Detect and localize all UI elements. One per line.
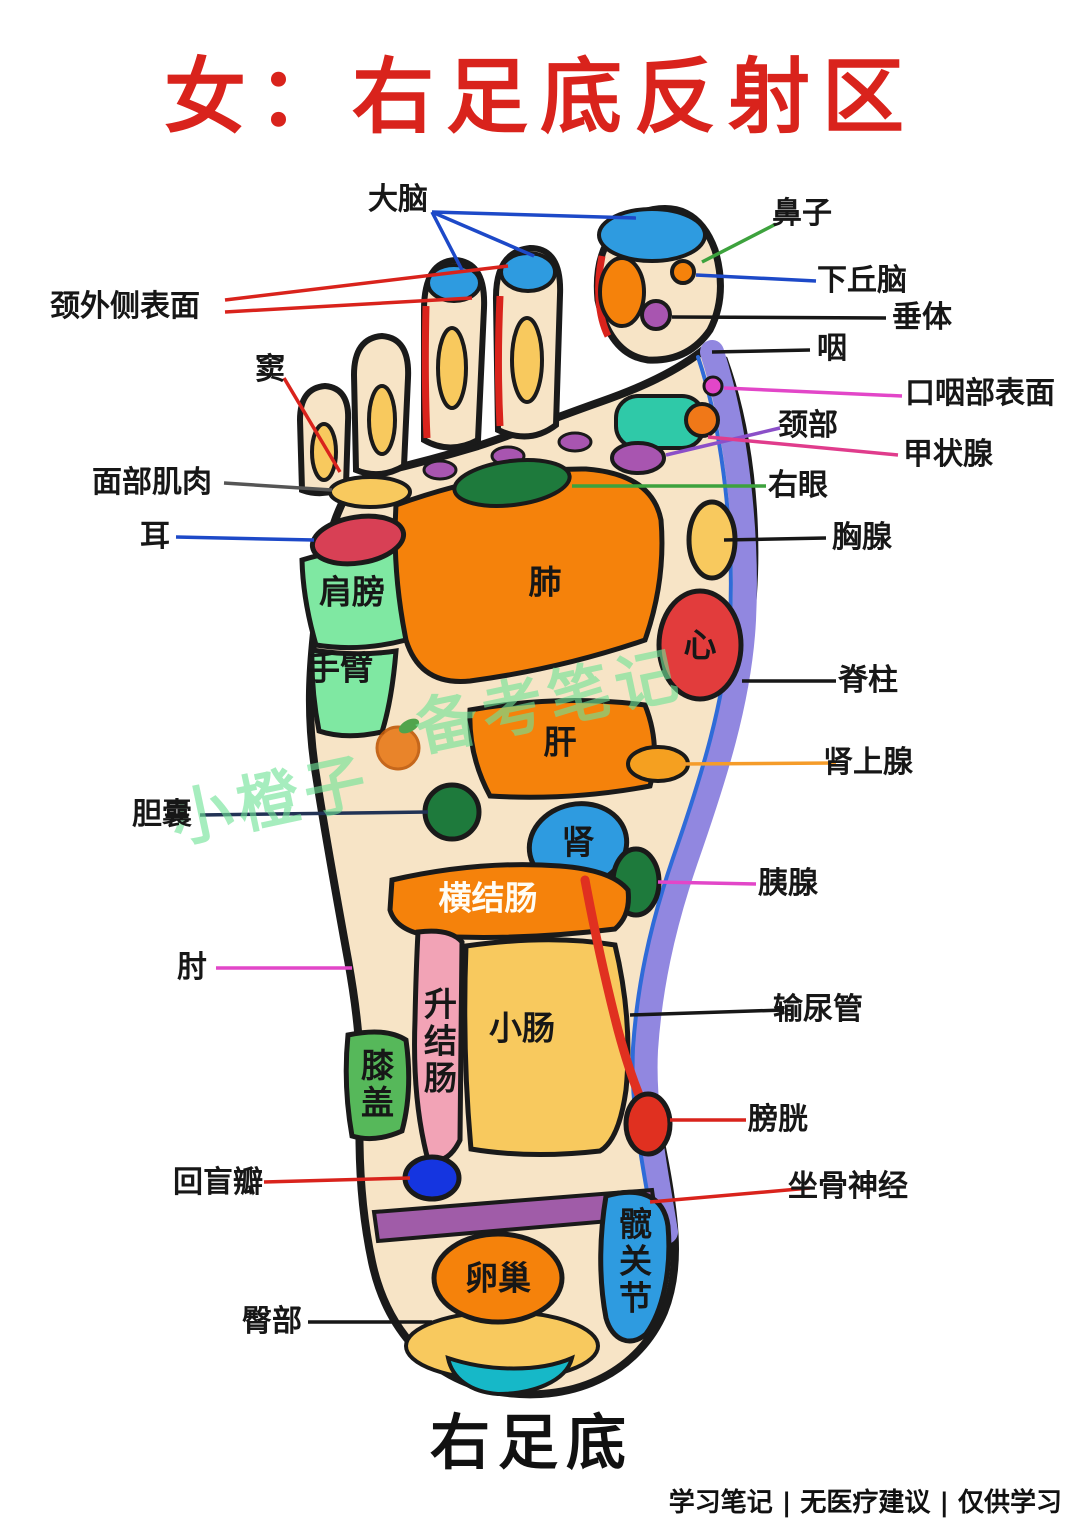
leader-nose — [701, 222, 777, 264]
region-heart-shape — [656, 588, 744, 702]
leader-lateral-neck-1 — [224, 264, 509, 302]
label-ear: 耳 — [140, 519, 170, 554]
label-adrenal: 肾上腺 — [823, 745, 913, 780]
leader-hypothalamus — [695, 273, 817, 283]
sinus-pad-second-toe — [510, 316, 544, 404]
label-pituitary: 垂体 — [892, 300, 952, 335]
leader-pituitary — [671, 315, 887, 320]
label-sinus: 窦 — [255, 352, 285, 387]
orange-fruit-watermark — [375, 718, 421, 771]
label-hypothalamus: 下丘脑 — [817, 263, 907, 298]
page-title: 女：右足底反射区 — [163, 50, 916, 145]
pituitary-dot — [640, 299, 672, 331]
leader-sciatic-nerve — [649, 1186, 811, 1204]
leader-neck — [665, 426, 781, 457]
leader-thymus — [723, 536, 827, 542]
label-buttock: 臀部 — [242, 1304, 302, 1339]
label-oropharynx-surface: 口咽部表面 — [905, 376, 1055, 411]
leader-ileocecal-valve — [263, 1176, 411, 1184]
region-transverse-colon: 横结肠 — [438, 878, 538, 918]
region-ileocecal-valve-shape — [402, 1154, 462, 1202]
leader-facial-muscles — [223, 481, 333, 492]
heel-teal-tip — [445, 1354, 575, 1397]
region-gallbladder-shape — [422, 782, 482, 842]
region-bladder-shape — [623, 1091, 673, 1157]
label-pharynx: 咽 — [817, 331, 847, 366]
hypothalamus-dot — [670, 259, 696, 285]
bigtoe-orange-blob — [598, 256, 646, 328]
region-heart: 心 — [683, 625, 717, 665]
region-knee: 膝盖 — [355, 1048, 395, 1122]
neck-ellipse — [610, 441, 666, 475]
label-lateral-neck: 颈外侧表面 — [50, 289, 200, 324]
cerebrum-second-toe-cap — [499, 251, 557, 293]
label-spine: 脊柱 — [838, 663, 898, 698]
region-hip-joint: 髋关节 — [613, 1206, 653, 1318]
leader-cerebrum-3 — [430, 211, 464, 271]
region-ovary-shape — [431, 1231, 565, 1325]
leader-cerebrum-2 — [431, 210, 535, 258]
ear-oval — [309, 513, 407, 567]
leader-thyroid — [707, 435, 899, 457]
label-bladder: 膀胱 — [748, 1102, 808, 1137]
leader-lines — [175, 210, 903, 1324]
region-arm: 手臂 — [307, 648, 373, 688]
label-cerebrum: 大脑 — [368, 182, 428, 217]
toe-base-oval-3 — [557, 431, 593, 453]
region-hip-joint-shape — [598, 1189, 672, 1344]
toe-base-oval-1 — [422, 459, 458, 481]
lateral-neck-stripe-third-toe — [421, 305, 431, 439]
region-lung: 肺 — [528, 562, 562, 602]
region-adrenal-shape — [626, 745, 690, 783]
region-small-intestine: 小肠 — [489, 1008, 555, 1048]
leader-cerebrum-1 — [431, 210, 637, 220]
label-elbow: 肘 — [177, 950, 207, 985]
sinus-pad-fourth-toe — [367, 384, 397, 456]
leader-gallbladder — [199, 810, 429, 817]
lateral-neck-stripe-second-toe — [495, 295, 504, 427]
region-lung-shape — [392, 466, 665, 684]
label-nose: 鼻子 — [772, 196, 832, 231]
leader-sinus — [282, 377, 342, 473]
leader-lateral-neck-2 — [224, 296, 473, 314]
label-facial-muscles: 面部肌肉 — [92, 465, 212, 500]
oropharynx-dot — [702, 375, 724, 397]
region-liver: 肝 — [543, 722, 577, 762]
leader-adrenal — [679, 761, 837, 766]
label-thymus: 胸腺 — [832, 520, 892, 555]
region-ureter-line — [580, 875, 650, 1113]
label-ileocecal-valve: 回盲瓣 — [173, 1165, 263, 1200]
thyroid-circle — [684, 402, 720, 438]
label-right-eye: 右眼 — [768, 468, 828, 503]
leader-ureter — [629, 1008, 785, 1017]
region-ovary: 卵巢 — [465, 1258, 531, 1298]
region-shoulder: 肩膀 — [319, 572, 385, 612]
label-pancreas: 胰腺 — [758, 866, 818, 901]
label-sciatic-nerve: 坐骨神经 — [788, 1169, 908, 1204]
sinus-pad-third-toe — [436, 326, 468, 410]
label-gallbladder: 胆囊 — [132, 797, 192, 832]
region-liver-shape — [467, 698, 657, 800]
region-ascending-colon: 升结肠 — [418, 986, 458, 1098]
leader-pharynx — [711, 348, 811, 354]
facial-muscles-pad — [328, 475, 412, 509]
leader-oropharynx — [723, 386, 903, 398]
region-kidney: 肾 — [561, 822, 595, 862]
cerebrum-bigtoe-cap — [597, 207, 707, 263]
label-thyroid: 甲状腺 — [903, 437, 993, 472]
right-eye-oval — [452, 458, 572, 508]
leader-pancreas — [657, 880, 757, 886]
bottom-caption: 右足底 — [430, 1408, 634, 1479]
label-neck: 颈部 — [778, 408, 838, 443]
region-knee-shape — [343, 1029, 412, 1142]
leader-ear — [175, 535, 315, 542]
region-ascending-colon-shape — [412, 928, 465, 1164]
region-arm-shape — [309, 647, 399, 739]
label-ureter: 输尿管 — [773, 992, 863, 1027]
footer-credits: 学习笔记 | 无医疗建议 | 仅供学习 — [668, 1488, 1062, 1518]
